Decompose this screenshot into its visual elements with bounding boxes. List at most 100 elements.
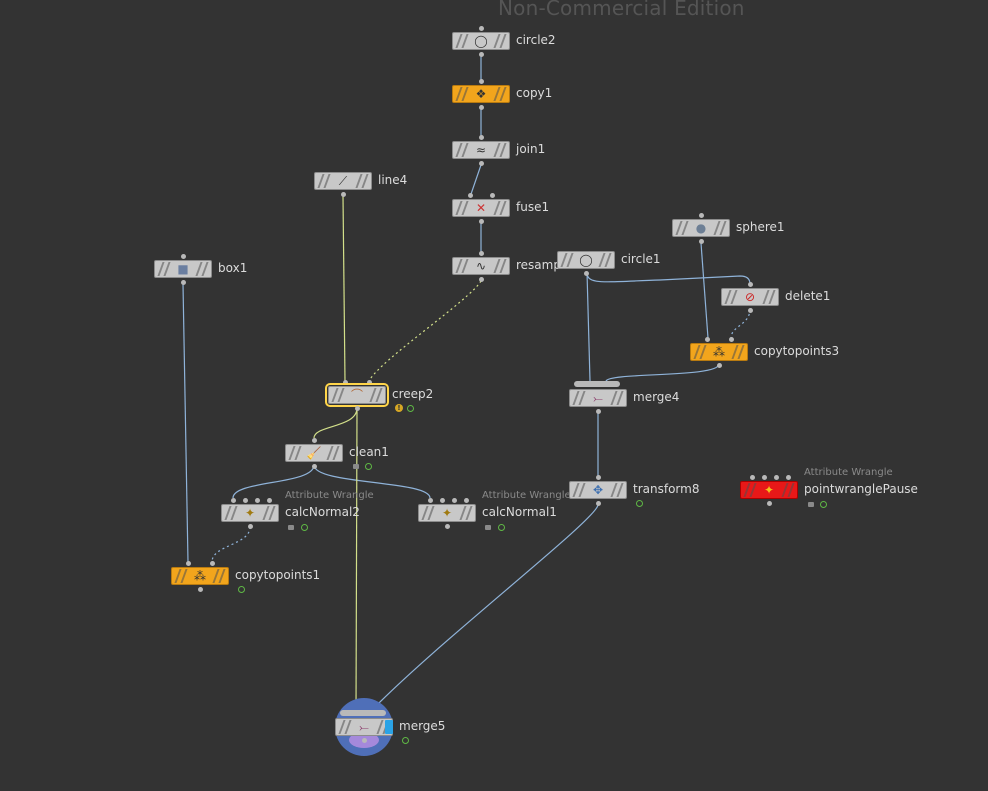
node-tile[interactable]: ⁂ — [171, 567, 229, 585]
node-label[interactable]: box1 — [218, 261, 248, 275]
input-port[interactable] — [479, 26, 484, 31]
lock-icon — [808, 502, 814, 507]
node-label[interactable]: merge5 — [399, 719, 446, 733]
warning-icon[interactable]: ! — [395, 404, 403, 412]
display-region — [597, 253, 613, 267]
input-port[interactable] — [774, 475, 779, 480]
node-label[interactable]: delete1 — [785, 289, 831, 303]
node-tile[interactable]: ✦ — [221, 504, 279, 522]
input-port[interactable] — [440, 498, 445, 503]
input-port[interactable] — [705, 337, 710, 342]
input-port[interactable] — [367, 380, 372, 385]
output-port[interactable] — [362, 738, 367, 743]
node-label[interactable]: copytopoints3 — [754, 344, 840, 358]
output-port[interactable] — [584, 271, 589, 276]
merge-input-bar[interactable] — [574, 381, 620, 387]
node-tile[interactable]: ❖ — [452, 85, 510, 103]
output-port[interactable] — [355, 406, 360, 411]
node-tile[interactable]: 🧹 — [285, 444, 343, 462]
output-port[interactable] — [767, 501, 772, 506]
node-label[interactable]: fuse1 — [516, 200, 550, 214]
input-port[interactable] — [452, 498, 457, 503]
node-label[interactable]: sphere1 — [736, 220, 785, 234]
input-port[interactable] — [479, 79, 484, 84]
node-tile[interactable]: ≈ — [452, 141, 510, 159]
input-port[interactable] — [468, 193, 473, 198]
node-label[interactable]: circle2 — [516, 33, 556, 47]
input-port[interactable] — [312, 438, 317, 443]
input-port[interactable] — [255, 498, 260, 503]
node-label[interactable]: join1 — [516, 142, 546, 156]
node-tile[interactable]: ✕ — [452, 199, 510, 217]
node-tile[interactable]: ◯ — [557, 251, 615, 269]
node-label[interactable]: calcNormal1 — [482, 505, 557, 519]
input-port[interactable] — [181, 254, 186, 259]
node-tile[interactable]: ✦ — [740, 481, 798, 499]
node-tile[interactable]: ∿ — [452, 257, 510, 275]
output-port[interactable] — [748, 308, 753, 313]
bypass-region — [454, 34, 470, 48]
node-tile[interactable]: ■ — [154, 260, 212, 278]
input-port[interactable] — [699, 213, 704, 218]
node-label[interactable]: creep2 — [392, 387, 434, 401]
node-label[interactable]: transform8 — [633, 482, 700, 496]
output-port[interactable] — [341, 192, 346, 197]
output-port[interactable] — [699, 239, 704, 244]
node-label[interactable]: circle1 — [621, 252, 661, 266]
output-port[interactable] — [596, 409, 601, 414]
node-label[interactable]: resamp — [516, 258, 561, 272]
node-tile[interactable]: ⟋ — [314, 172, 372, 190]
node-tile[interactable]: ⁂ — [690, 343, 748, 361]
node-tile[interactable]: ⤚ — [569, 389, 627, 407]
input-port[interactable] — [343, 380, 348, 385]
node-label[interactable]: calcNormal2 — [285, 505, 360, 519]
node-label[interactable]: clean1 — [349, 445, 389, 459]
output-port[interactable] — [445, 524, 450, 529]
input-port[interactable] — [479, 251, 484, 256]
input-port[interactable] — [748, 282, 753, 287]
output-port[interactable] — [198, 587, 203, 592]
output-port[interactable] — [248, 524, 253, 529]
output-port[interactable] — [596, 501, 601, 506]
output-port[interactable] — [717, 363, 722, 368]
input-port[interactable] — [231, 498, 236, 503]
input-port[interactable] — [596, 475, 601, 480]
node-label[interactable]: copytopoints1 — [235, 568, 321, 582]
output-port[interactable] — [479, 219, 484, 224]
display-region — [325, 446, 341, 460]
input-port[interactable] — [490, 193, 495, 198]
display-flag-icon[interactable] — [385, 720, 393, 734]
output-port[interactable] — [479, 277, 484, 282]
node-label[interactable]: line4 — [378, 173, 408, 187]
input-port[interactable] — [243, 498, 248, 503]
input-port[interactable] — [786, 475, 791, 480]
input-port[interactable] — [479, 135, 484, 140]
output-port[interactable] — [312, 464, 317, 469]
node-label[interactable]: pointwranglePause — [804, 482, 918, 496]
merge-input-bar[interactable] — [340, 710, 386, 716]
node-tile[interactable]: ✦ — [418, 504, 476, 522]
output-port[interactable] — [479, 161, 484, 166]
bypass-region — [692, 345, 708, 359]
node-label[interactable]: copy1 — [516, 86, 553, 100]
output-port[interactable] — [181, 280, 186, 285]
node-label[interactable]: merge4 — [633, 390, 680, 404]
node-tile[interactable]: ◯ — [452, 32, 510, 50]
input-port[interactable] — [428, 498, 433, 503]
node-tile[interactable]: ⊘ — [721, 288, 779, 306]
flag-ring-icon — [498, 524, 505, 531]
input-port[interactable] — [729, 337, 734, 342]
input-port[interactable] — [186, 561, 191, 566]
node-tile[interactable]: ✥ — [569, 481, 627, 499]
display-region — [368, 388, 384, 402]
node-tile[interactable]: ● — [672, 219, 730, 237]
input-port[interactable] — [762, 475, 767, 480]
node-tile[interactable]: ⌒ — [325, 383, 389, 407]
input-port[interactable] — [267, 498, 272, 503]
input-port[interactable] — [464, 498, 469, 503]
bypass-region — [454, 201, 470, 215]
input-port[interactable] — [750, 475, 755, 480]
input-port[interactable] — [210, 561, 215, 566]
output-port[interactable] — [479, 105, 484, 110]
output-port[interactable] — [479, 52, 484, 57]
